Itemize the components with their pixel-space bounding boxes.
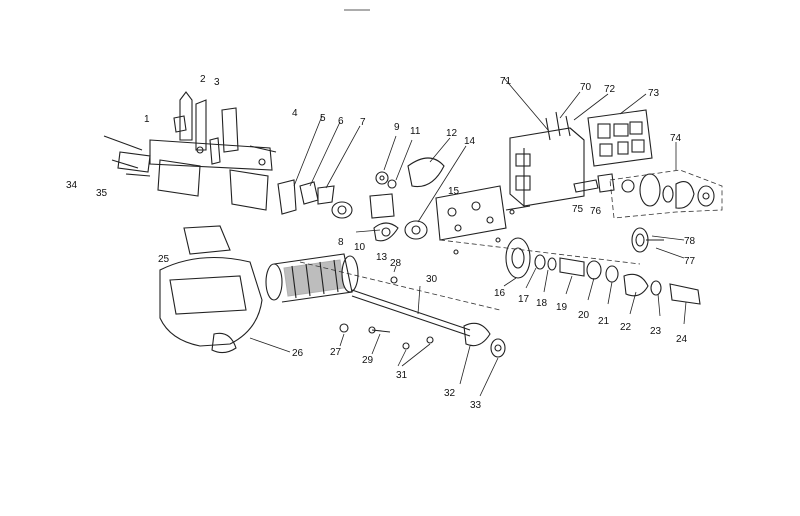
label-11: 11 [410,126,421,137]
label-76: 76 [590,206,602,217]
label-32: 32 [444,388,456,399]
label-74: 74 [670,133,682,144]
label-19: 19 [556,302,568,313]
label-78: 78 [684,236,696,247]
frame-and-roller [159,225,359,354]
label-15: 15 [448,186,460,197]
label-10: 10 [354,242,366,253]
label-24: 24 [676,334,688,345]
label-9: 9 [394,122,400,133]
label-27: 27 [330,347,342,358]
label-23: 23 [650,326,662,337]
label-13: 13 [376,252,388,263]
label-17: 17 [518,294,530,305]
label-71: 71 [500,76,512,87]
label-72: 72 [604,84,616,95]
label-18: 18 [536,298,548,309]
label-33: 33 [470,400,482,411]
label-12: 12 [446,128,458,139]
label-20: 20 [578,310,590,321]
label-35: 35 [96,188,108,199]
control-box [503,77,653,207]
label-4: 4 [292,108,298,119]
shaft-components-8-13 [331,135,467,242]
gear-77-78 [631,227,685,259]
label-31: 31 [396,370,408,381]
label-6: 6 [338,116,344,127]
label-70: 70 [580,82,592,93]
label-1: 1 [144,114,150,125]
shaft-parts-16-24 [299,237,701,325]
presser-assembly [103,91,277,211]
label-16: 16 [494,288,506,299]
label-3: 3 [214,77,220,88]
label-14: 14 [464,136,476,147]
label-8: 8 [338,237,344,248]
main-shaft-30 [339,265,506,397]
label-7: 7 [360,117,366,128]
label-34: 34 [66,180,78,191]
brackets-5-7 [277,115,361,215]
label-28: 28 [390,258,402,269]
gear-train-74 [609,142,723,219]
label-21: 21 [598,316,610,327]
label-29: 29 [362,355,374,366]
label-75: 75 [572,204,584,215]
label-30: 30 [426,274,438,285]
part-labels: 1 2 3 4 5 6 7 8 9 10 11 12 13 14 15 16 1… [66,74,696,411]
bracket-plate-15 [435,185,531,255]
label-25: 25 [158,254,170,265]
label-77: 77 [684,256,696,267]
label-26: 26 [292,348,304,359]
label-73: 73 [648,88,660,99]
label-5: 5 [320,113,326,124]
label-22: 22 [620,322,632,333]
label-2: 2 [200,74,206,85]
